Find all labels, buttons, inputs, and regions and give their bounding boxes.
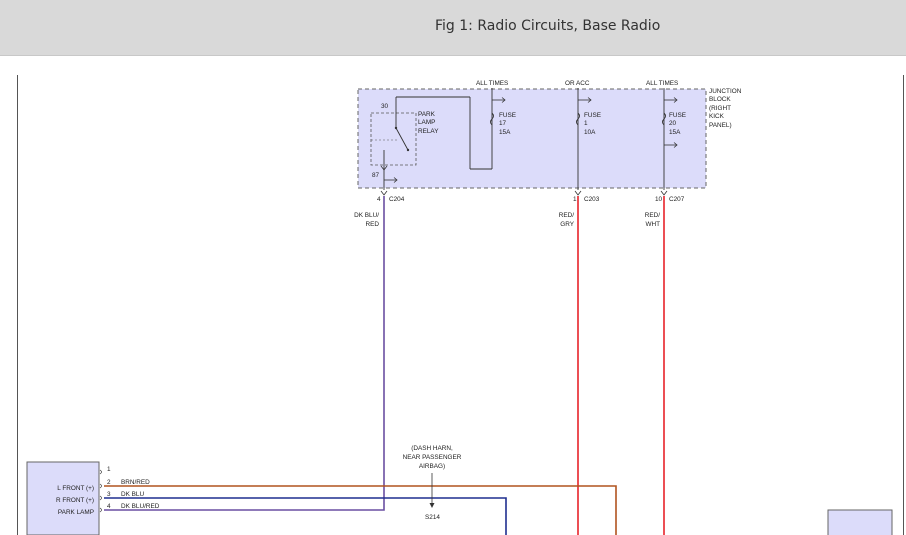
wire-c207-color-1: RED/ [645, 212, 660, 219]
fuse-20-label-1: FUSE [669, 112, 686, 119]
radio-pin-4-wire: DK BLU/RED [121, 503, 160, 510]
figure-title: Fig 1: Radio Circuits, Base Radio [435, 18, 661, 34]
radio-pin-1: 1 [107, 466, 111, 473]
radio-input-r-front: R FRONT (+) [56, 497, 94, 504]
source-label-1: ALL TIMES [476, 80, 508, 87]
fuse-20-circuit [662, 88, 678, 190]
fuse-20-label-3: 15A [669, 129, 681, 136]
splice-label-1: (DASH HARN, [411, 445, 453, 452]
partial-component-box [827, 509, 893, 535]
wire-dk-blu [104, 497, 507, 535]
connector-c204-id: C204 [389, 196, 405, 203]
wire-c204-color-1: DK BLU/ [354, 212, 379, 219]
connector-c207-icon [660, 190, 668, 196]
fuse-1-circuit [576, 88, 592, 190]
relay-label-3: RELAY [418, 128, 439, 135]
connector-c203-id: C203 [584, 196, 600, 203]
wire-c207-color-2: WHT [645, 221, 660, 228]
radio-input-l-front: L FRONT (+) [57, 485, 94, 492]
fuse-1-label-1: FUSE [584, 112, 601, 119]
radio-pin-4: 4 [107, 503, 111, 510]
park-lamp-relay [370, 97, 417, 190]
wire-c203-color-1: RED/ [559, 212, 574, 219]
junction-block-label-5: PANEL) [709, 122, 732, 129]
connector-c207-pin: 10 [655, 196, 663, 203]
connector-c203-pin: 1 [573, 196, 577, 203]
connector-c207-id: C207 [669, 196, 685, 203]
connector-c203-icon [574, 190, 582, 196]
splice-label-2: NEAR PASSENGER [403, 454, 462, 461]
splice-label-3: AIRBAG) [419, 463, 445, 470]
relay-label-2: LAMP [418, 119, 435, 126]
wire-brn-red [104, 485, 617, 535]
connector-c204-pin: 4 [377, 196, 381, 203]
fuse-20-label-2: 20 [669, 120, 677, 127]
fuse-1-label-3: 10A [584, 129, 596, 136]
junction-block-label-3: (RIGHT [709, 105, 731, 112]
junction-block-label-2: BLOCK [709, 96, 731, 103]
relay-label-1: PARK [418, 111, 436, 118]
fuse-17-label-2: 17 [499, 120, 507, 127]
relay-pin-30: 30 [381, 103, 389, 110]
fuse-17-label-1: FUSE [499, 112, 516, 119]
radio-pin-3: 3 [107, 491, 111, 498]
splice-arrow-icon [429, 503, 435, 508]
wire-c203-color-2: GRY [560, 221, 574, 228]
junction-block-label-4: KICK [709, 113, 725, 120]
relay-pin-87: 87 [372, 172, 380, 179]
radio-pin-2: 2 [107, 479, 111, 486]
page-left-border [17, 75, 18, 535]
junction-block [357, 88, 707, 189]
junction-block-label-1: JUNCTION [709, 88, 742, 95]
radio-connector [99, 469, 102, 513]
radio-pin-2-wire: BRN/RED [121, 479, 150, 486]
radio-pin-3-wire: DK BLU [121, 491, 144, 498]
wire-dk-blu-red [104, 196, 385, 511]
radio-component-box [26, 461, 100, 535]
page-right-border [903, 75, 904, 535]
source-label-3: ALL TIMES [646, 80, 678, 87]
radio-input-park-lamp: PARK LAMP [58, 509, 94, 516]
figure-header-bar: Fig 1: Radio Circuits, Base Radio [0, 0, 906, 56]
fuse-1-label-2: 1 [584, 120, 588, 127]
source-label-2: OR ACC [565, 80, 590, 87]
fuse-17-label-3: 15A [499, 129, 511, 136]
wire-c204-color-2: RED [366, 221, 380, 228]
splice-id: S214 [425, 514, 440, 521]
fuse-17-circuit [396, 88, 506, 170]
connector-c204-icon [380, 190, 388, 196]
